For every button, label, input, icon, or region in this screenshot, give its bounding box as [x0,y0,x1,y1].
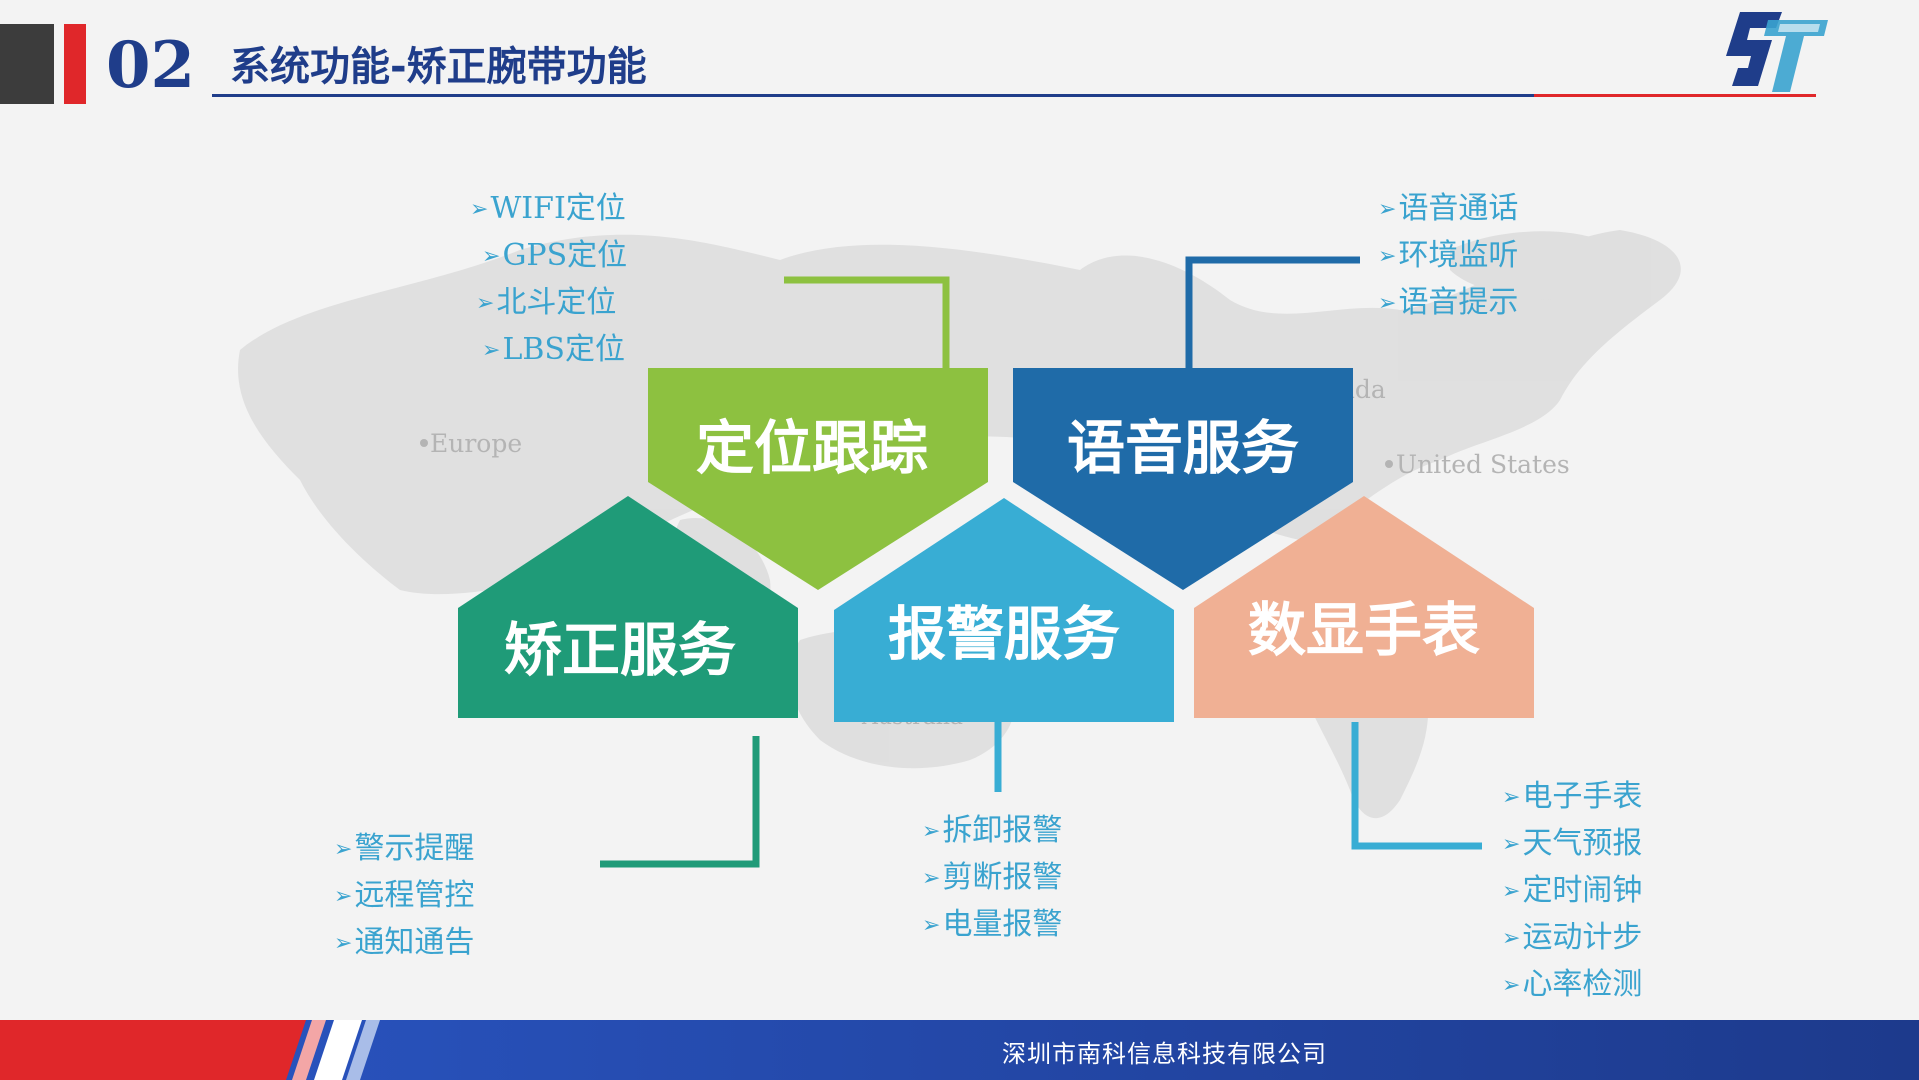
bullet-arrow-icon: ➢ [922,866,941,891]
list-item: ➢电量报警 [922,902,1062,949]
bullet-arrow-icon: ➢ [1502,973,1521,998]
list-item: ➢北斗定位 [476,280,627,327]
list-item: ➢心率检测 [1502,962,1642,1009]
module-voice-shape [1013,368,1353,590]
list-item: ➢天气预报 [1502,821,1642,868]
bullet-arrow-icon: ➢ [1378,244,1397,269]
list-item: ➢定时闹钟 [1502,868,1642,915]
map-label-europe: Europe [430,429,522,458]
module-correction-shape [458,496,798,718]
bullet-arrow-icon: ➢ [1378,197,1397,222]
bullet-arrow-icon: ➢ [1502,879,1521,904]
bullet-arrow-icon: ➢ [922,819,941,844]
bullet-arrow-icon: ➢ [334,837,353,862]
correction-feature-list: ➢警示提醒 ➢远程管控 ➢通知通告 [334,826,474,967]
module-positioning-label: 定位跟踪 [696,414,928,482]
module-positioning-shape [648,368,988,590]
bullet-arrow-icon: ➢ [482,338,501,363]
list-item: ➢远程管控 [334,873,474,920]
list-item: ➢警示提醒 [334,826,474,873]
voice-feature-list: ➢语音通话 ➢环境监听 ➢语音提示 [1378,186,1518,327]
list-item: ➢WIFI定位 [470,186,627,233]
module-watch-label: 数显手表 [1248,596,1480,664]
list-item: ➢语音通话 [1378,186,1518,233]
footer-company-name: 深圳市南科信息科技有限公司 [1002,1040,1327,1068]
section-number: 02 [106,28,196,103]
list-item: ➢语音提示 [1378,280,1518,327]
bullet-arrow-icon: ➢ [1502,832,1521,857]
list-item: ➢LBS定位 [482,327,627,374]
footer-bar [0,1020,1919,1080]
module-watch-shape [1194,496,1534,718]
header-underline [212,94,1534,97]
header-red-bar [64,24,86,104]
module-voice-label: 语音服务 [1067,414,1299,482]
header-underline-accent [1534,94,1816,97]
bullet-arrow-icon: ➢ [922,913,941,938]
list-item: ➢GPS定位 [482,233,627,280]
company-logo [1726,12,1828,92]
connector-positioning [784,276,950,368]
connector-watch [1351,722,1482,850]
module-alarm-shape [834,498,1174,722]
bullet-arrow-icon: ➢ [1378,291,1397,316]
bullet-arrow-icon: ➢ [334,884,353,909]
bullet-arrow-icon: ➢ [334,931,353,956]
bullet-arrow-icon: ➢ [470,197,489,222]
connector-correction [600,736,760,868]
list-item: ➢通知通告 [334,920,474,967]
module-correction-label: 矫正服务 [504,616,736,684]
list-item: ➢剪断报警 [922,855,1062,902]
positioning-feature-list: ➢WIFI定位 ➢GPS定位 ➢北斗定位 ➢LBS定位 [470,186,627,374]
bullet-arrow-icon: ➢ [1502,926,1521,951]
bullet-arrow-icon: ➢ [1502,785,1521,810]
list-item: ➢运动计步 [1502,915,1642,962]
bullet-arrow-icon: ➢ [482,244,501,269]
bullet-arrow-icon: ➢ [476,291,495,316]
map-label-united-states: United States [1396,450,1570,479]
list-item: ➢环境监听 [1378,233,1518,280]
watch-feature-list: ➢电子手表 ➢天气预报 ➢定时闹钟 ➢运动计步 ➢心率检测 [1502,774,1642,1009]
module-alarm-label: 报警服务 [888,600,1120,668]
list-item: ➢拆卸报警 [922,808,1062,855]
list-item: ➢电子手表 [1502,774,1642,821]
connector-voice [1185,256,1360,368]
page-title: 系统功能-矫正腕带功能 [230,44,647,90]
alarm-feature-list: ➢拆卸报警 ➢剪断报警 ➢电量报警 [922,808,1062,949]
map-labels: Europe ada United States Australia [420,375,1570,730]
header-dark-block [0,24,54,104]
